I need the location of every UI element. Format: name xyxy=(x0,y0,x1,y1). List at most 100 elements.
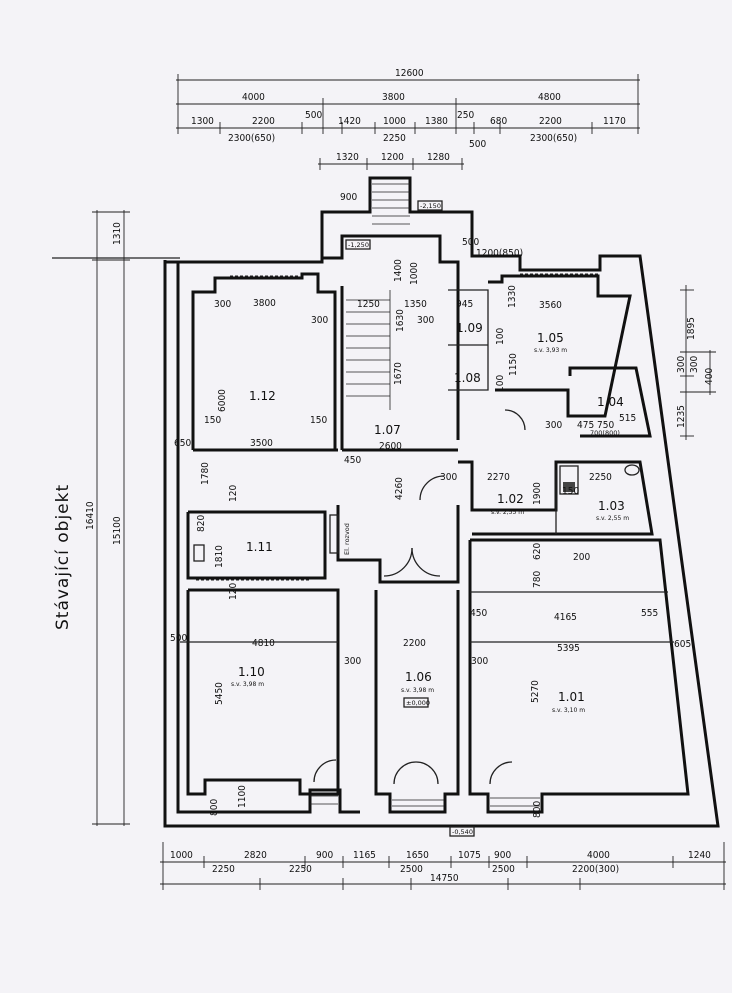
svg-text:4165: 4165 xyxy=(554,612,577,623)
dim-right-4: 1235 xyxy=(676,405,687,428)
svg-text:300: 300 xyxy=(440,472,457,483)
dim-r4-2: 1280 xyxy=(427,152,450,163)
svg-text:150: 150 xyxy=(204,415,221,426)
dim-r3b-2: 500 xyxy=(469,139,486,150)
dim-right-0: 1895 xyxy=(686,317,697,340)
dim-left-1: 16410 xyxy=(85,501,96,530)
dim-bottom-0: 1000 xyxy=(170,850,193,861)
dim-bottom-r2-3: 2500 xyxy=(492,864,515,875)
right-dimension-chains: 1895 300 300 400 1235 xyxy=(676,285,716,440)
room-1-05-area: s.v. 3,93 m xyxy=(534,347,567,354)
svg-text:2600: 2600 xyxy=(379,441,402,452)
svg-text:820: 820 xyxy=(196,515,207,532)
svg-text:500: 500 xyxy=(170,633,187,644)
room-1-02-area: s.v. 2,55 m xyxy=(491,509,524,516)
svg-text:1150: 1150 xyxy=(508,353,519,376)
dim-r3-1: 2200 xyxy=(252,116,275,127)
walls xyxy=(163,176,720,828)
dim-entry-0: 900 xyxy=(340,192,357,203)
dim-bottom-6: 900 xyxy=(494,850,511,861)
dim-top-b: 3800 xyxy=(382,92,405,103)
top-dimension-chains: 12600 4000 3800 4800 1300 2200 500 1420 … xyxy=(176,68,640,259)
room-1-05: 1.05 xyxy=(537,331,564,345)
svg-text:3500: 3500 xyxy=(250,438,273,449)
room-1-02: 1.02 xyxy=(497,492,524,506)
svg-text:1670: 1670 xyxy=(393,362,404,385)
dim-r3-9: 1170 xyxy=(603,116,626,127)
dim-bottom-r2-0: 2250 xyxy=(212,864,235,875)
svg-text:450: 450 xyxy=(470,608,487,619)
svg-text:700(800): 700(800) xyxy=(590,429,620,437)
dim-bottom-3: 1165 xyxy=(353,850,376,861)
dim-bottom-2: 900 xyxy=(316,850,333,861)
svg-text:1350: 1350 xyxy=(404,299,427,310)
inner-dimensions: 3800 300 6000 150 150 650 3500 1780 120 … xyxy=(170,259,691,818)
adjacent-building-label: Stávající objekt xyxy=(53,484,73,630)
level-zero: ±0,000 xyxy=(406,699,430,707)
dim-r3-0: 1300 xyxy=(191,116,214,127)
dim-r3-6: 250 xyxy=(457,110,474,121)
svg-text:300: 300 xyxy=(471,656,488,667)
dim-r4-0: 1320 xyxy=(336,152,359,163)
svg-text:5270: 5270 xyxy=(530,680,541,703)
dim-top-c: 4800 xyxy=(538,92,561,103)
svg-text:300: 300 xyxy=(344,656,361,667)
svg-text:620: 620 xyxy=(532,543,543,560)
electric-panel xyxy=(329,514,339,554)
room-labels: 1.12 1.11 1.10 s.v. 3,98 m 1.09 1.08 1.0… xyxy=(231,321,629,714)
svg-text:800: 800 xyxy=(532,801,543,818)
svg-text:300: 300 xyxy=(417,315,434,326)
room-1-06: 1.06 xyxy=(405,670,432,684)
room-1-07: 1.07 xyxy=(374,423,401,437)
svg-text:1630: 1630 xyxy=(395,309,406,332)
dim-right-1: 300 xyxy=(676,356,687,373)
svg-text:450: 450 xyxy=(344,455,361,466)
svg-text:1400: 1400 xyxy=(393,259,404,282)
dim-bottom-4: 1650 xyxy=(406,850,429,861)
svg-text:3560: 3560 xyxy=(539,300,562,311)
svg-text:475: 475 xyxy=(577,420,594,431)
svg-text:6000: 6000 xyxy=(217,389,228,412)
dim-bottom-r2-1: 2250 xyxy=(289,864,312,875)
level-markers: -2,150 -1,250 ±0,000 -0,540 xyxy=(345,200,475,837)
dim-r3-5: 1380 xyxy=(425,116,448,127)
dim-left-2: 15100 xyxy=(112,516,123,545)
room-1-01-area: s.v. 3,10 m xyxy=(552,707,585,714)
dim-bottom-7: 4000 xyxy=(587,850,610,861)
room-1-03-area: s.v. 2,55 m xyxy=(596,515,629,522)
room-1-08: 1.08 xyxy=(454,371,481,385)
svg-text:100: 100 xyxy=(495,375,506,392)
svg-text:300: 300 xyxy=(545,420,562,431)
svg-text:300: 300 xyxy=(311,315,328,326)
dim-right-3: 400 xyxy=(704,368,715,385)
svg-text:1250: 1250 xyxy=(357,299,380,310)
room-1-04: 1.04 xyxy=(597,395,624,409)
dim-r3-8: 2200 xyxy=(539,116,562,127)
svg-text:5450: 5450 xyxy=(214,682,225,705)
svg-text:300: 300 xyxy=(214,299,231,310)
dim-bottom-total: 14750 xyxy=(430,873,459,884)
svg-text:120: 120 xyxy=(228,583,239,600)
svg-text:120: 120 xyxy=(228,485,239,502)
svg-text:2200: 2200 xyxy=(403,638,426,649)
dim-left-0: 1310 xyxy=(112,222,123,245)
room-1-09: 1.09 xyxy=(456,321,483,335)
svg-text:800: 800 xyxy=(209,799,220,816)
svg-text:780: 780 xyxy=(532,571,543,588)
svg-text:1330: 1330 xyxy=(507,285,518,308)
left-dimension-chains: 1310 16410 15100 xyxy=(85,210,130,826)
dim-bottom-r2-2: 2500 xyxy=(400,864,423,875)
dim-entry-1: 1200(850) xyxy=(476,248,523,259)
svg-text:650: 650 xyxy=(174,438,191,449)
svg-text:100: 100 xyxy=(495,328,506,345)
dim-bottom-8: 1240 xyxy=(688,850,711,861)
bottom-dimension-chains: 1000 2820 900 1165 1650 1075 900 4000 12… xyxy=(160,842,726,890)
dim-total-top: 12600 xyxy=(395,68,424,79)
room-1-03: 1.03 xyxy=(598,499,625,513)
svg-text:1100: 1100 xyxy=(237,785,248,808)
svg-text:4810: 4810 xyxy=(252,638,275,649)
dim-bottom-5: 1075 xyxy=(458,850,481,861)
dim-r3b-1: 2250 xyxy=(383,133,406,144)
level-stair: -1,250 xyxy=(348,241,369,249)
